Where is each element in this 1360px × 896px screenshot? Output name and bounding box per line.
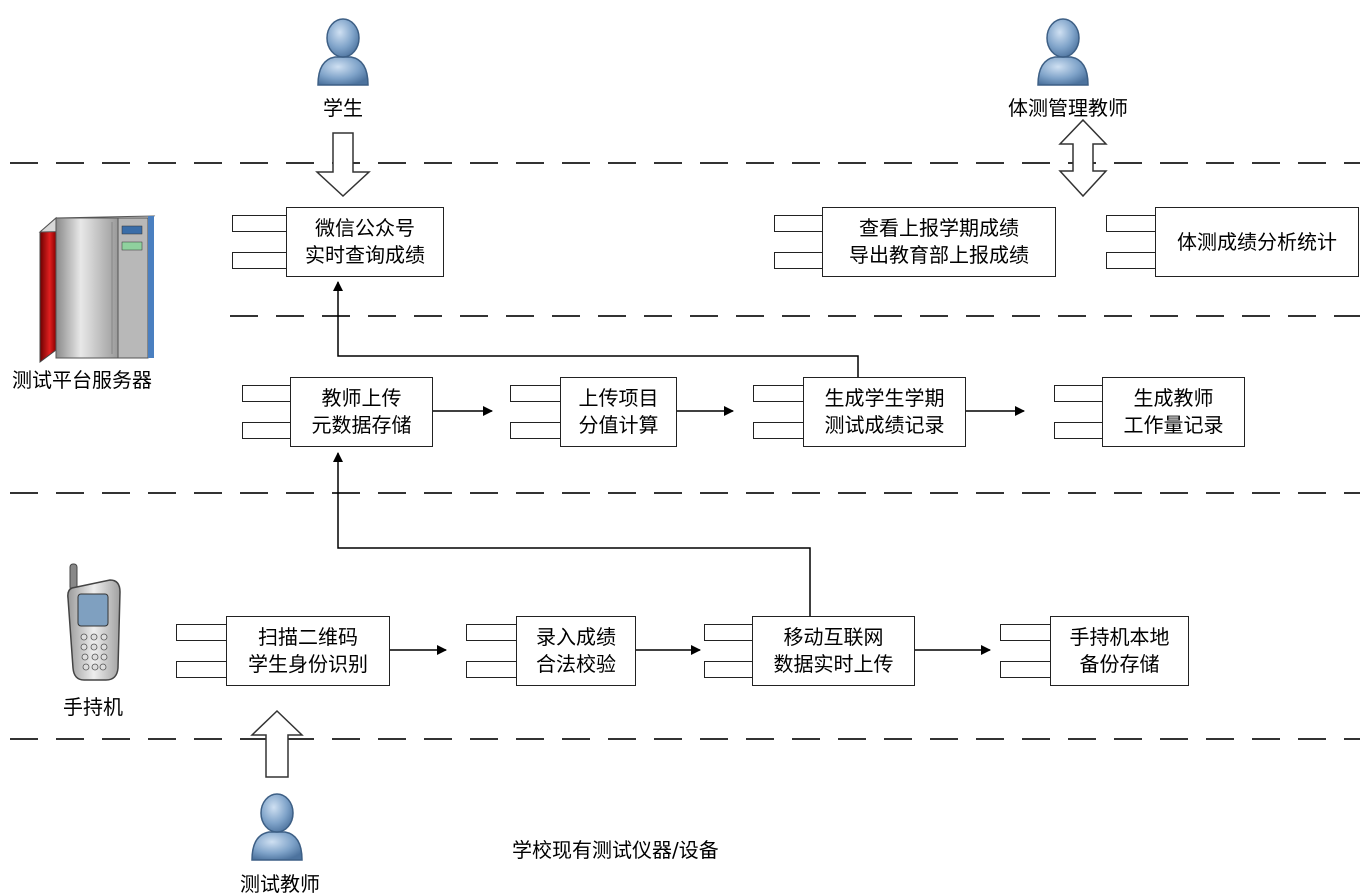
wechat-line1: 微信公众号 <box>315 216 415 240</box>
test-teacher-label: 测试教师 <box>240 872 320 896</box>
score-calc-line2: 分值计算 <box>578 413 659 437</box>
test-teacher-person-icon <box>251 793 303 861</box>
handheld-label: 手持机 <box>63 695 123 719</box>
teacher-upload-line1: 教师上传 <box>321 386 402 410</box>
component-enter-score: 录入成绩 合法校验 <box>466 616 636 686</box>
mobile-upload-line2: 数据实时上传 <box>773 652 894 676</box>
footer-equipment-label: 学校现有测试仪器/设备 <box>512 838 719 862</box>
enter-score-line2: 合法校验 <box>536 652 616 676</box>
scan-qr-line2: 学生身份识别 <box>248 652 368 676</box>
component-teacher-upload: 教师上传 元数据存储 <box>242 377 433 447</box>
flow-connectors <box>333 281 1025 655</box>
separator-lines <box>10 162 1360 740</box>
view-report-line2: 导出教育部上报成绩 <box>849 243 1029 267</box>
handheld-phone-icon <box>67 563 121 681</box>
view-report-line1: 查看上报学期成绩 <box>859 216 1019 240</box>
mobile-upload-line1: 移动互联网 <box>783 625 884 649</box>
component-student-record: 生成学生学期 测试成绩记录 <box>753 377 966 447</box>
teacher-workload-line1: 生成教师 <box>1133 386 1214 410</box>
student-label: 学生 <box>323 96 363 120</box>
admin-bidirectional-arrow <box>1058 118 1108 198</box>
student-record-line1: 生成学生学期 <box>824 386 945 410</box>
local-backup-line2: 备份存储 <box>1079 652 1160 676</box>
server-icon <box>38 215 156 363</box>
analysis-line1: 体测成绩分析统计 <box>1177 229 1337 254</box>
upload-to-wechat-connector <box>333 281 859 377</box>
score-calc-line1: 上传项目 <box>578 386 659 410</box>
teacher-input-arrow <box>250 709 304 778</box>
component-scan-qr: 扫描二维码 学生身份识别 <box>176 616 390 686</box>
component-wechat: 微信公众号 实时查询成绩 <box>232 207 444 277</box>
pe-admin-teacher-person-icon <box>1037 18 1089 86</box>
pe-admin-teacher-label: 体测管理教师 <box>1008 96 1128 120</box>
component-score-calc: 上传项目 分值计算 <box>510 377 677 447</box>
student-record-line2: 测试成绩记录 <box>824 413 945 437</box>
student-input-arrow <box>315 132 371 198</box>
enter-score-line1: 录入成绩 <box>536 625 616 649</box>
component-teacher-workload: 生成教师 工作量记录 <box>1054 377 1245 447</box>
scan-qr-line1: 扫描二维码 <box>258 625 358 649</box>
teacher-workload-line2: 工作量记录 <box>1123 413 1224 437</box>
teacher-upload-line2: 元数据存储 <box>311 413 412 437</box>
component-analysis: 体测成绩分析统计 <box>1106 207 1359 277</box>
mobile-to-server-connector <box>333 452 811 620</box>
component-local-backup: 手持机本地 备份存储 <box>1000 616 1189 686</box>
local-backup-line1: 手持机本地 <box>1069 625 1170 649</box>
wechat-line2: 实时查询成绩 <box>305 243 425 267</box>
student-person-icon <box>317 18 369 86</box>
component-mobile-upload: 移动互联网 数据实时上传 <box>704 616 915 686</box>
server-label: 测试平台服务器 <box>12 368 152 392</box>
component-view-report: 查看上报学期成绩 导出教育部上报成绩 <box>774 207 1056 277</box>
